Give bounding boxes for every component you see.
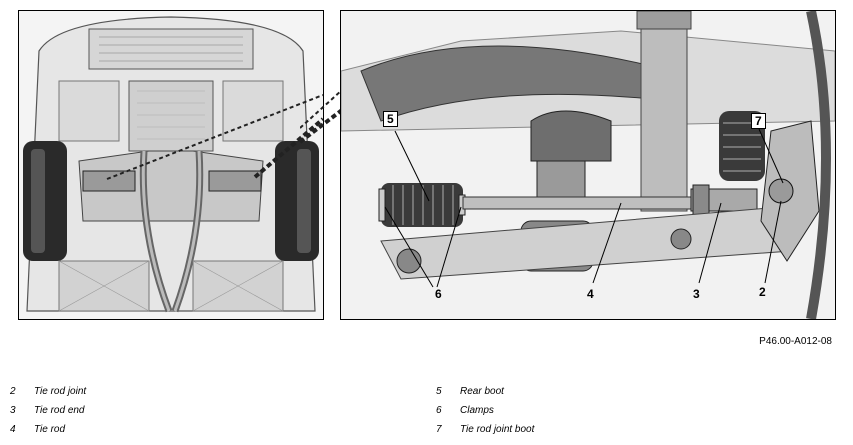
legend-text: Tie rod joint boot — [460, 424, 535, 435]
legend-number: 3 — [10, 405, 16, 416]
rear-boot — [381, 183, 463, 227]
legend-item: 6 Clamps — [436, 405, 736, 424]
tie-rod — [462, 196, 696, 210]
legend-text: Tie rod joint — [34, 386, 87, 397]
callout-2: 2 — [759, 285, 766, 299]
legend-number: 2 — [10, 386, 16, 397]
legend-right-column: 5 Rear boot 6 Clamps 7 Tie rod joint boo… — [436, 386, 736, 443]
tie-rod-joint — [768, 178, 794, 204]
legend-item: 5 Rear boot — [436, 386, 736, 405]
legend-item: 4 Tie rod — [10, 424, 310, 443]
legend-text: Clamps — [460, 405, 494, 416]
tie-rod-illustration — [341, 11, 835, 319]
callout-4: 4 — [587, 287, 594, 301]
legend-item: 7 Tie rod joint boot — [436, 424, 736, 443]
vehicle-underside-overview — [18, 10, 324, 320]
legend-text: Rear boot — [460, 386, 504, 397]
legend-left-column: 2 Tie rod joint 3 Tie rod end 4 Tie rod — [10, 386, 310, 443]
legend-item: 3 Tie rod end — [10, 405, 310, 424]
legend-item: 2 Tie rod joint — [10, 386, 310, 405]
detail-connector — [300, 89, 344, 144]
legend-number: 6 — [436, 405, 442, 416]
legend-number: 5 — [436, 386, 442, 397]
legend-text: Tie rod end — [34, 405, 85, 416]
oil-pan — [128, 80, 214, 152]
legend-number: 4 — [10, 424, 16, 435]
underside-illustration — [19, 11, 323, 319]
figure-code: P46.00-A012-08 — [759, 336, 832, 347]
callout-6: 6 — [435, 287, 442, 301]
detail-pointer-line — [106, 94, 323, 180]
clamp — [378, 188, 386, 222]
tie-rod-detail-view: 5 7 6 4 3 2 — [340, 10, 836, 320]
legend-text: Tie rod — [34, 424, 66, 435]
callout-5: 5 — [383, 111, 398, 127]
shock-absorber — [640, 11, 688, 212]
detail-pointer-line — [253, 117, 323, 179]
legend-number: 7 — [436, 424, 442, 435]
leader-lines — [384, 128, 784, 288]
callout-3: 3 — [693, 287, 700, 301]
callout-7: 7 — [751, 113, 766, 129]
